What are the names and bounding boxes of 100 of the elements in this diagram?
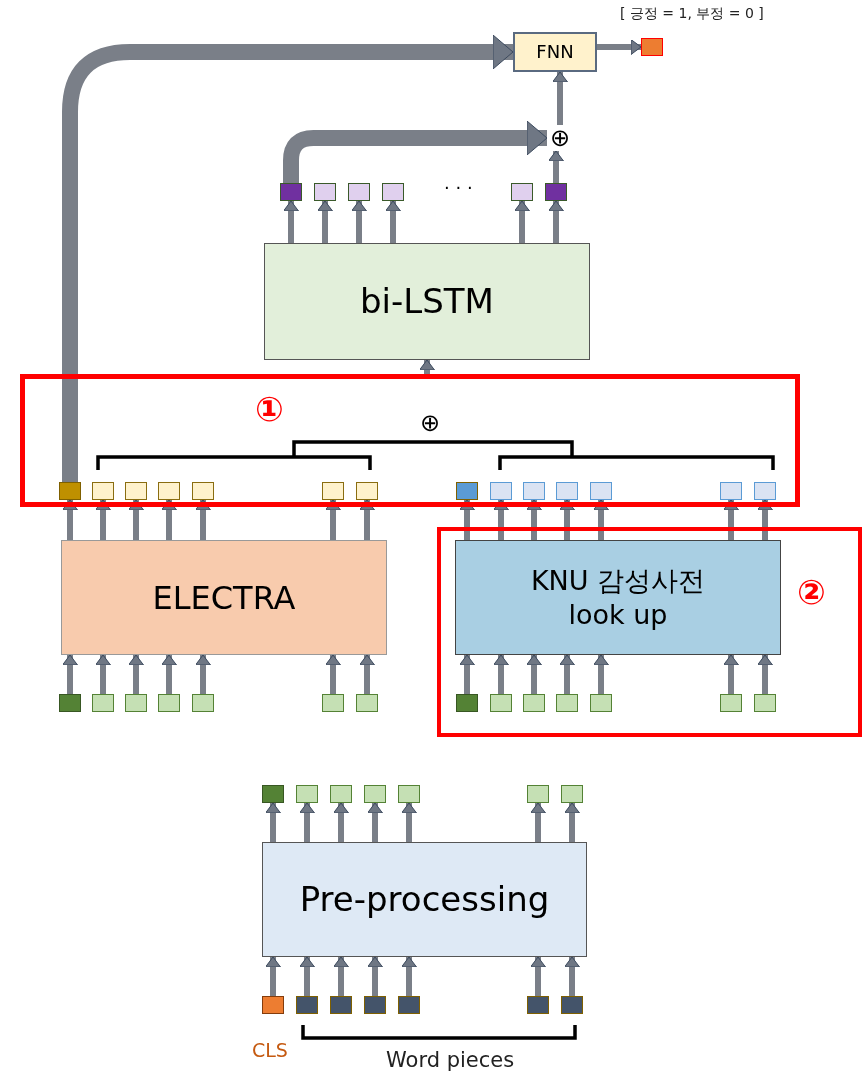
arrow <box>95 654 111 694</box>
token-square <box>59 482 81 500</box>
token-square <box>456 694 478 712</box>
token-square <box>561 785 583 803</box>
arrow <box>351 200 367 243</box>
token-square <box>398 785 420 803</box>
label-text: [ 긍정 = 1, 부정 = 0 ] <box>620 6 764 22</box>
arrow <box>514 200 530 243</box>
token-square <box>511 183 533 201</box>
arrow <box>195 654 211 694</box>
token-square <box>523 482 545 500</box>
arrow <box>597 39 642 55</box>
arrow <box>493 654 509 694</box>
token-square <box>192 482 214 500</box>
arrow <box>283 120 548 183</box>
token-square <box>527 996 549 1014</box>
arrow <box>401 802 417 842</box>
label-text: CLS <box>252 1040 288 1061</box>
token-square <box>641 38 663 56</box>
arrow <box>265 802 281 842</box>
token-square <box>490 482 512 500</box>
token-square <box>348 183 370 201</box>
arrow <box>95 499 111 540</box>
arrow <box>459 654 475 694</box>
lookup-box: KNU 감성사전 look up <box>455 540 781 655</box>
token-square <box>398 996 420 1014</box>
token-square <box>590 482 612 500</box>
token-square <box>322 482 344 500</box>
arrow <box>333 802 349 842</box>
arrow <box>359 654 375 694</box>
token-square <box>556 694 578 712</box>
arrow <box>559 499 575 540</box>
arrow <box>757 499 773 540</box>
arrow <box>459 499 475 540</box>
arrow <box>62 499 78 540</box>
token-square <box>356 482 378 500</box>
model-box: ELECTRA <box>61 540 387 655</box>
token-square <box>92 482 114 500</box>
arrow <box>195 499 211 540</box>
token-square <box>280 183 302 201</box>
token-square <box>490 694 512 712</box>
token-square <box>556 482 578 500</box>
token-square <box>456 482 478 500</box>
arrow <box>161 654 177 694</box>
arrow <box>385 200 401 243</box>
arrow <box>548 150 564 183</box>
token-square <box>527 785 549 803</box>
token-square <box>382 183 404 201</box>
label-text: ⊕ <box>420 410 441 437</box>
arrow <box>564 956 580 996</box>
highlight-frame <box>437 527 862 737</box>
arrow <box>526 654 542 694</box>
label-text: Word pieces <box>386 1049 515 1073</box>
label-text: · · · <box>444 178 473 198</box>
arrow <box>62 654 78 694</box>
arrow <box>317 200 333 243</box>
arrow <box>530 956 546 996</box>
arrow <box>526 499 542 540</box>
arrow <box>367 956 383 996</box>
arrow <box>283 200 299 243</box>
token-square <box>322 694 344 712</box>
token-square <box>262 996 284 1014</box>
arrow <box>62 34 514 482</box>
token-square <box>92 694 114 712</box>
number-marker: ② <box>797 574 826 612</box>
arrow <box>593 654 609 694</box>
arrow <box>325 654 341 694</box>
arrow <box>359 499 375 540</box>
arrow <box>564 802 580 842</box>
arrow <box>723 654 739 694</box>
arrow <box>367 802 383 842</box>
token-square <box>356 694 378 712</box>
arrow <box>325 499 341 540</box>
token-square <box>754 482 776 500</box>
highlight-frame <box>20 374 800 507</box>
token-square <box>364 996 386 1014</box>
arrow <box>552 71 568 125</box>
arrow <box>128 499 144 540</box>
arrow <box>757 654 773 694</box>
token-square <box>262 785 284 803</box>
arrow <box>548 200 564 243</box>
token-square <box>158 482 180 500</box>
token-square <box>158 694 180 712</box>
token-square <box>561 996 583 1014</box>
arrow <box>299 956 315 996</box>
arrow <box>333 956 349 996</box>
token-square <box>314 183 336 201</box>
token-square <box>720 482 742 500</box>
token-square <box>59 694 81 712</box>
token-square <box>330 996 352 1014</box>
concat-symbol: ⊕ <box>547 125 573 151</box>
number-marker: ① <box>255 391 284 429</box>
arrow <box>493 499 509 540</box>
arrow <box>401 956 417 996</box>
arrow <box>593 499 609 540</box>
token-square <box>364 785 386 803</box>
token-square <box>754 694 776 712</box>
model-box: bi-LSTM <box>264 243 590 360</box>
token-square <box>125 482 147 500</box>
arrow <box>559 654 575 694</box>
